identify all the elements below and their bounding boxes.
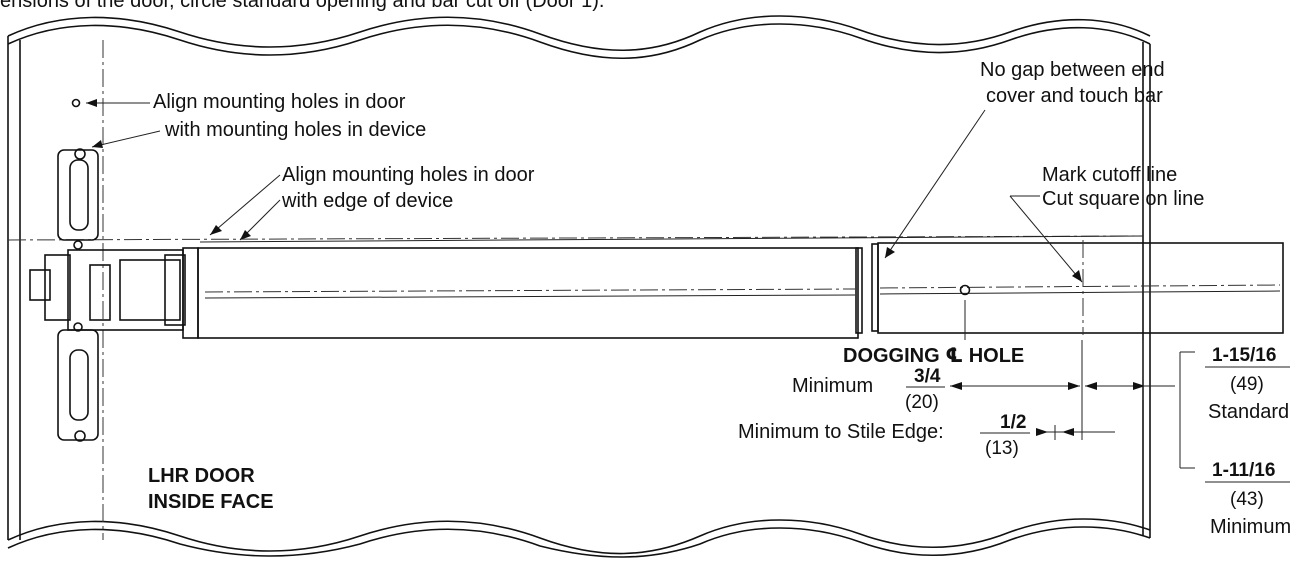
min2-label: Minimum	[1210, 516, 1291, 538]
callout-no-gap-1: No gap between end	[980, 59, 1165, 81]
minimum-label: Minimum	[792, 375, 873, 397]
door-label-line1: LHR DOOR	[148, 465, 255, 487]
dogging-hole	[959, 284, 971, 340]
top-caption: ensions of the door, circle standard ope…	[0, 0, 604, 12]
door-outline	[7, 15, 1151, 558]
stile-label: Minimum to Stile Edge:	[738, 421, 944, 443]
callout-align-device-1: Align mounting holes in door	[153, 91, 406, 113]
dimension-lines	[950, 340, 1195, 469]
standard-label: Standard	[1208, 401, 1289, 423]
callout-cutoff-1: Mark cutoff line	[1042, 164, 1177, 186]
door-label-line2: INSIDE FACE	[148, 491, 274, 513]
stile-frac: 1/2	[1000, 412, 1026, 433]
end-cover	[877, 240, 1284, 335]
door-mounting-hole	[71, 98, 81, 108]
callout-align-edge-2: with edge of device	[281, 190, 453, 212]
standard-mm: (49)	[1230, 374, 1264, 395]
callout-align-edge-1: Align mounting holes in door	[282, 164, 535, 186]
mounting-bracket	[29, 148, 199, 442]
minimum-frac: 3/4	[914, 366, 941, 387]
min2-mm: (43)	[1230, 489, 1264, 510]
callout-align-device-2: with mounting holes in device	[164, 119, 426, 141]
leader-lines	[86, 99, 1083, 283]
stile-mm: (13)	[985, 438, 1019, 459]
standard-frac: 1-15/16	[1212, 345, 1276, 366]
min2-frac: 1-11/16	[1212, 460, 1275, 481]
touch-bar	[197, 243, 879, 339]
callout-no-gap-2: cover and touch bar	[986, 85, 1163, 107]
callout-cutoff-2: Cut square on line	[1042, 188, 1204, 210]
dogging-hole-label: DOGGING ℄ HOLE	[843, 345, 1024, 367]
minimum-mm: (20)	[905, 392, 939, 413]
